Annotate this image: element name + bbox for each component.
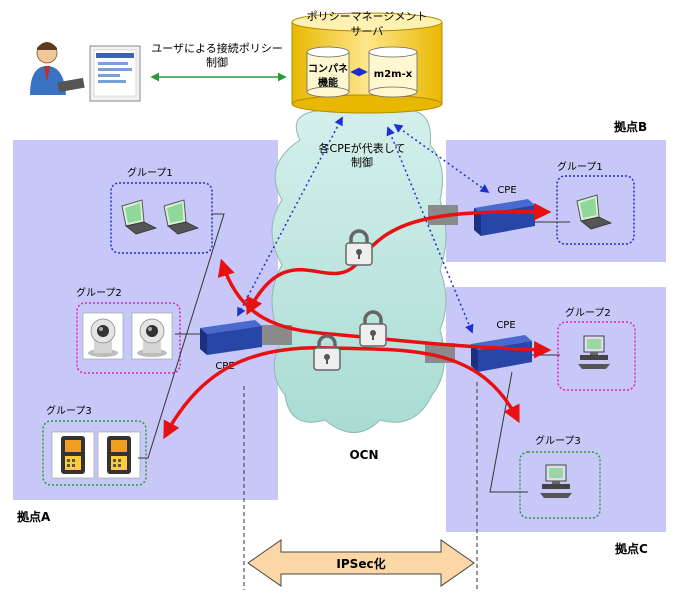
module1-line1: コンパネ (308, 63, 348, 75)
policy-server: ポリシーマネージメント サーバ コンパネ 機能 m2m-x (291, 10, 443, 114)
user-control-line2: 制御 (206, 55, 228, 69)
terminal-icon (51, 431, 95, 479)
server-title-line1: ポリシーマネージメント (307, 10, 428, 23)
site-a-cpe-label: CPE (215, 361, 234, 372)
cloud-note-line2: 制御 (351, 155, 373, 169)
site-b-group1-box (556, 175, 635, 245)
user-person-icon (30, 42, 85, 95)
site-b-label: 拠点B (614, 119, 647, 134)
site-a-label: 拠点A (17, 509, 51, 524)
terminal-icon (97, 431, 141, 479)
site-c-group3-label: グループ3 (535, 434, 581, 447)
site-c-label: 拠点C (615, 541, 648, 556)
ocn-label: OCN (349, 448, 378, 462)
camera-icon (82, 312, 124, 360)
site-b-cpe-label: CPE (497, 185, 516, 196)
site-a-group2-label: グループ2 (76, 286, 122, 299)
site-a-group2-box (76, 302, 181, 374)
server-title-line2: サーバ (351, 25, 384, 38)
site-c-group2-box (557, 321, 636, 391)
site-b-group1-label: グループ1 (557, 160, 603, 173)
camera-icon (131, 312, 173, 360)
site-c-group3-box (519, 451, 601, 519)
site-a-group3-label: グループ3 (46, 404, 92, 417)
site-b-panel (446, 140, 666, 262)
site-a-group1-box (110, 182, 213, 254)
cloud-note-line1: 各CPEが代表して (319, 141, 406, 155)
ipsec-label: IPSec化 (336, 556, 385, 571)
site-a-lan-line (138, 213, 225, 459)
site-a-group1-label: グループ1 (127, 166, 173, 179)
user-control-line1: ユーザによる接続ポリシー (151, 41, 282, 55)
site-c-group2-label: グループ2 (565, 306, 611, 319)
site-c-cpe-label: CPE (496, 320, 515, 331)
module2-label: m2m-x (374, 69, 413, 80)
monitor-screen-icon (89, 45, 141, 102)
module1-line2: 機能 (318, 76, 338, 89)
ipsec-range-arrow (247, 539, 475, 587)
